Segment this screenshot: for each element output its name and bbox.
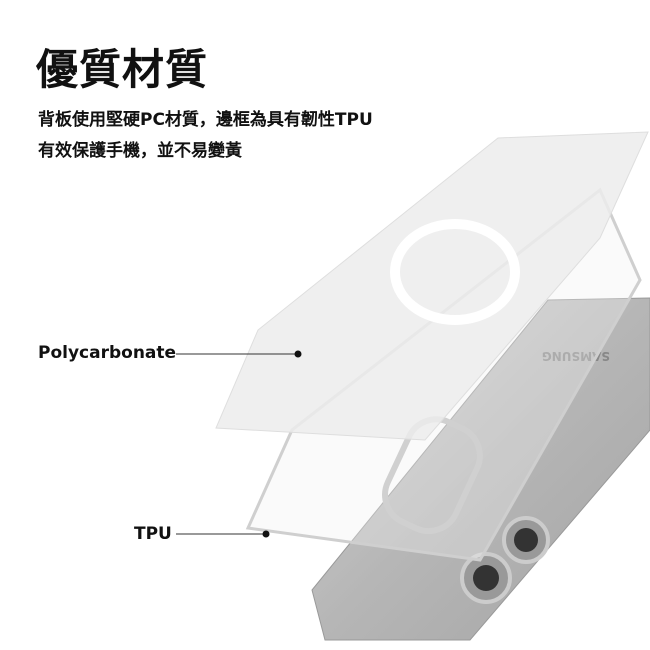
camera-icon — [460, 516, 550, 604]
tpu-callout — [176, 530, 270, 538]
tpu-label: TPU — [134, 524, 172, 544]
polycarbonate-plate — [215, 131, 649, 441]
pc-callout — [176, 350, 302, 358]
phone-body: SAMSUNG — [311, 297, 650, 641]
page-title: 優質材質 — [36, 45, 209, 94]
polycarbonate-label: Polycarbonate — [38, 343, 177, 363]
description-line-1: 背板使用堅硬PC材質，邊框為具有韌性TPU — [38, 110, 373, 130]
description-line-2: 有效保護手機，並不易變黃 — [38, 141, 242, 161]
